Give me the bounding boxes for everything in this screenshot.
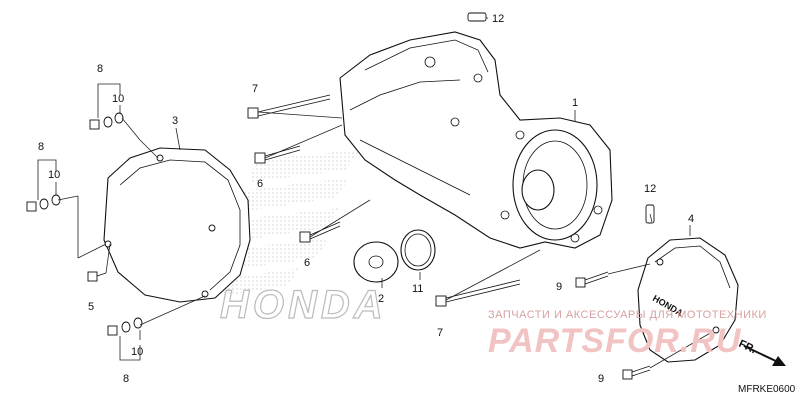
callout-9-lower: 9 xyxy=(598,373,604,385)
callout-6-mid: 6 xyxy=(304,257,310,269)
callout-8-bottom: 8 xyxy=(123,373,129,385)
bolt-with-washer-top xyxy=(89,112,124,130)
dowel-pin-upper xyxy=(467,12,487,22)
callout-8-top: 8 xyxy=(97,63,103,75)
callout-6-upper: 6 xyxy=(257,178,263,190)
callout-7-lower: 7 xyxy=(437,327,443,339)
bolt-long-lower xyxy=(435,279,521,307)
callout-10-mid: 10 xyxy=(48,169,60,181)
callout-5: 5 xyxy=(88,301,94,313)
callout-12-upper: 12 xyxy=(492,13,504,25)
part-collar xyxy=(353,241,399,283)
bolt-with-washer-bottom xyxy=(107,317,143,336)
callout-3: 3 xyxy=(172,115,178,127)
callout-10-top: 10 xyxy=(112,93,124,105)
callout-11: 11 xyxy=(412,283,423,295)
callout-10-bottom: 10 xyxy=(131,346,143,358)
bolt-with-washer-mid xyxy=(26,194,61,212)
part-o-ring xyxy=(400,229,436,271)
callout-7-upper: 7 xyxy=(252,83,258,95)
diagram-code: MFRKE0600 xyxy=(738,384,796,395)
callout-2: 2 xyxy=(378,293,384,305)
bolt-right-9-lower xyxy=(622,365,651,380)
part-right-cover: HONDA xyxy=(637,237,739,363)
shop-tagline-watermark: ЗАПЧАСТИ И АКСЕССУАРЫ ДЛЯ МОТОТЕХНИКИ xyxy=(488,309,767,321)
honda-wing-logo xyxy=(210,150,360,298)
leader-lines xyxy=(37,17,713,369)
bolt-right-9-upper xyxy=(575,271,609,288)
callout-9-upper: 9 xyxy=(556,281,562,293)
front-direction-arrow-icon xyxy=(743,345,786,366)
shop-brand-watermark: PARTSFOR.RU xyxy=(488,322,742,360)
bolt-left-5 xyxy=(87,271,107,282)
part-left-cover xyxy=(103,147,251,303)
bolt-upper-6 xyxy=(254,145,301,164)
part-crankcase-cover xyxy=(339,31,613,249)
callout-8-mid: 8 xyxy=(38,141,44,153)
callout-12-lower: 12 xyxy=(644,183,656,195)
callout-4: 4 xyxy=(688,213,694,225)
honda-watermark-text: HONDA xyxy=(220,283,387,327)
callout-1: 1 xyxy=(572,97,578,109)
